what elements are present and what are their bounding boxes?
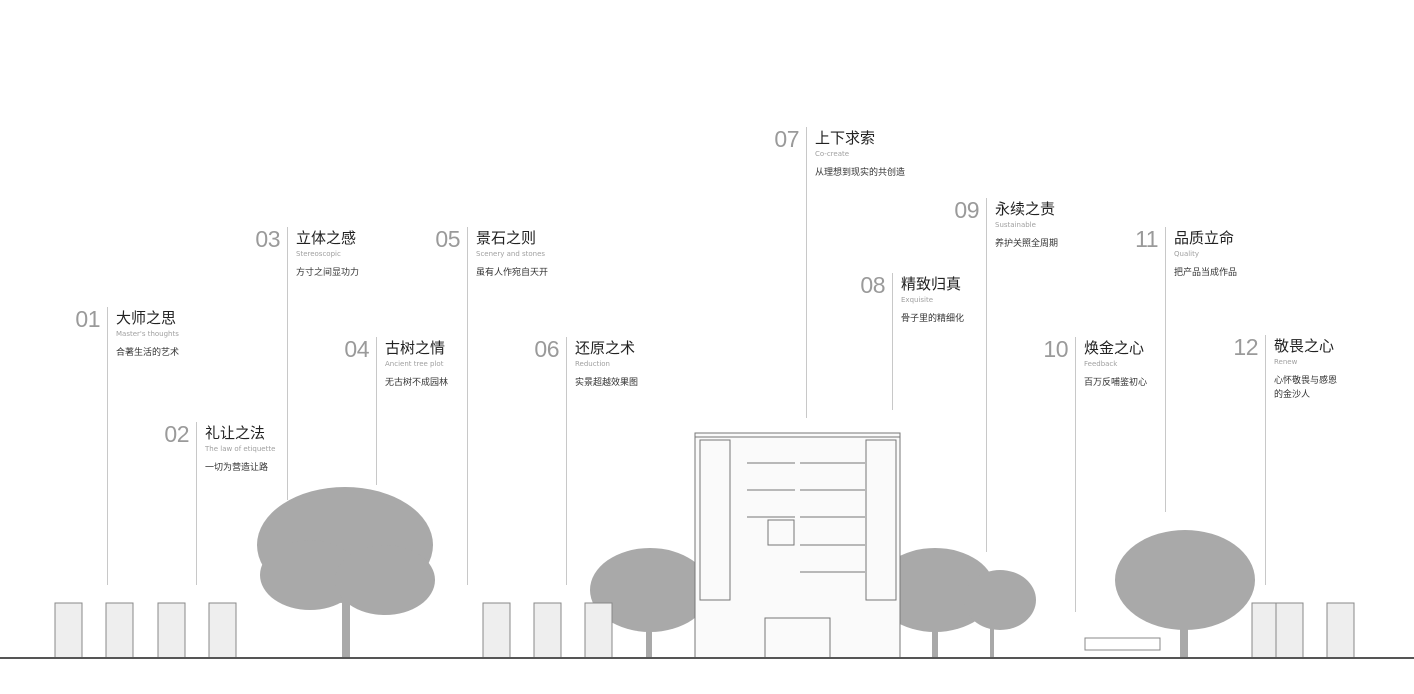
item-title: 永续之责	[995, 200, 1056, 218]
item-title: 品质立命	[1174, 229, 1235, 247]
item-description: 无古树不成园林	[385, 378, 449, 388]
item-english-subtitle: Ancient tree plot	[385, 360, 444, 368]
item-number: 12	[1233, 334, 1258, 360]
item-number: 02	[164, 421, 189, 447]
item-number: 09	[954, 197, 979, 223]
item-title: 大师之思	[116, 309, 177, 327]
item-number: 10	[1043, 336, 1068, 362]
tree-icon	[257, 487, 435, 658]
item-english-subtitle: Feedback	[1084, 360, 1118, 368]
item-english-subtitle: Quality	[1174, 250, 1200, 258]
item-english-subtitle: Co-create	[815, 150, 850, 158]
item-description: 从理想到现实的共创造	[815, 168, 906, 178]
item-number: 07	[774, 126, 799, 152]
item-title: 立体之感	[296, 229, 357, 247]
item-title: 景石之则	[476, 229, 537, 247]
item-description: 实景超越效果图	[575, 378, 639, 388]
divider-line	[1075, 337, 1076, 612]
item-title: 古树之情	[385, 339, 446, 357]
item-description: 虽有人作宛自天开	[476, 268, 549, 278]
tree-icon	[875, 548, 1036, 658]
item-number: 04	[344, 336, 369, 362]
item-number: 08	[860, 272, 885, 298]
item-number: 01	[75, 306, 100, 332]
divider-line	[986, 198, 987, 552]
item-description: 一切为营造让路	[205, 463, 269, 473]
item-title: 精致归真	[901, 275, 962, 293]
item-description: 把产品当成作品	[1174, 268, 1238, 278]
walls	[54, 602, 1355, 659]
building	[694, 432, 901, 659]
divider-line	[566, 337, 567, 585]
item-title: 礼让之法	[205, 424, 266, 442]
divider-line	[1165, 227, 1166, 512]
item-description: 心怀敬畏与感恩	[1274, 376, 1338, 386]
item-english-subtitle: Stereoscopic	[296, 250, 341, 258]
item-english-subtitle: Exquisite	[901, 296, 934, 304]
item-description: 百万反哺鉴初心	[1084, 378, 1148, 388]
item-english-subtitle: Reduction	[575, 360, 610, 368]
item-title: 还原之术	[575, 339, 636, 357]
item-description: 的金沙人	[1274, 390, 1311, 400]
item-english-subtitle: Sustainable	[995, 221, 1036, 229]
divider-line	[806, 127, 807, 418]
divider-line	[107, 307, 108, 585]
item-english-subtitle: The law of etiquette	[205, 445, 276, 453]
divider-line	[287, 227, 288, 500]
item-number: 05	[435, 226, 460, 252]
divider-line	[376, 337, 377, 485]
item-english-subtitle: Scenery and stones	[476, 250, 546, 258]
tree-icon	[590, 548, 710, 658]
item-number: 06	[534, 336, 559, 362]
tree-icon	[1115, 530, 1255, 658]
divider-line	[1265, 335, 1266, 585]
divider-line	[196, 422, 197, 585]
item-english-subtitle: Renew	[1274, 358, 1298, 366]
trees	[257, 487, 1255, 658]
item-description: 骨子里的精细化	[901, 314, 965, 324]
item-description: 方寸之间显功力	[296, 268, 360, 278]
item-number: 03	[255, 226, 280, 252]
item-title: 上下求索	[815, 129, 876, 147]
item-title: 敬畏之心	[1274, 337, 1335, 355]
item-number: 11	[1135, 226, 1158, 252]
item-english-subtitle: Master's thoughts	[116, 330, 179, 338]
item-description: 养护关照全周期	[995, 239, 1059, 249]
item-title: 焕金之心	[1084, 339, 1145, 357]
divider-line	[892, 273, 893, 410]
item-description: 合著生活的艺术	[116, 348, 180, 358]
divider-line	[467, 227, 468, 585]
